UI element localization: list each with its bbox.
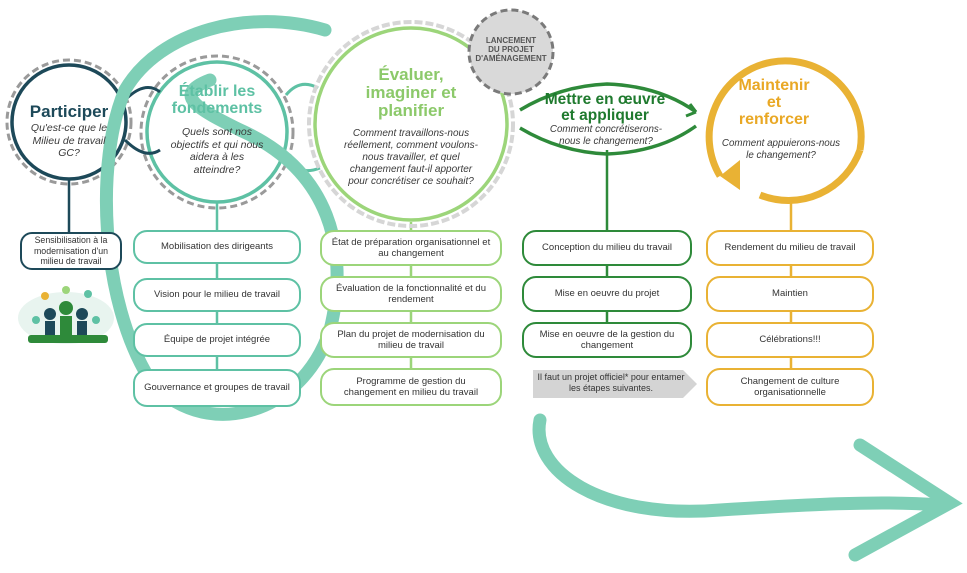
item-label: Mobilisation des dirigeants [161, 241, 273, 253]
dashed-ring-participer [5, 58, 133, 186]
item-mise-oeuvre-gestion[interactable]: Mise en oeuvre de la gestion du changeme… [522, 322, 692, 358]
question-line: nous le changement? [559, 135, 653, 147]
item-label: Plan du projet de modernisation du milie… [337, 328, 485, 351]
note-arrow-shape [533, 370, 697, 398]
dashed-ring-fondements [139, 54, 295, 210]
item-celebrations[interactable]: Célébrations!!! [706, 322, 874, 358]
item-label: Célébrations!!! [759, 334, 821, 346]
question-line: Qu'est-ce que le [30, 122, 108, 134]
question-line: pour concrétiser ce souhait? [348, 176, 474, 187]
item-maintien[interactable]: Maintien [706, 276, 874, 312]
item-label: Changement de culture organisationnelle [740, 375, 840, 398]
item-rendement[interactable]: Rendement du milieu de travail [706, 230, 874, 266]
title-line: imaginer et [365, 82, 457, 102]
item-vision[interactable]: Vision pour le milieu de travail [133, 278, 301, 312]
item-equipe[interactable]: Équipe de projet intégrée [133, 323, 301, 357]
item-sensibilisation[interactable]: Sensibilisation à la modernisation d'un … [20, 232, 122, 270]
item-mobilisation[interactable]: Mobilisation des dirigeants [133, 230, 301, 264]
circle-evaluer [313, 26, 509, 222]
item-label: Conception du milieu du travail [542, 242, 672, 254]
stage-participer-title: Participer [14, 103, 124, 121]
item-label: Programme de gestion du changement en mi… [343, 375, 479, 398]
item-label: Mise en oeuvre du projet [554, 288, 660, 300]
launch-badge-line: D'AMÉNAGEMENT [475, 54, 547, 64]
launch-badge-circle [467, 8, 555, 96]
question-line: changement faut-il apporter [349, 164, 473, 175]
item-changement-culture[interactable]: Changement de culture organisationnelle [706, 368, 874, 406]
item-label: Mise en oeuvre de la gestion du changeme… [539, 328, 675, 351]
item-gouvernance[interactable]: Gouvernance et groupes de travail [133, 369, 301, 407]
people-illustration-icon [18, 286, 114, 344]
title-line: Évaluer, [378, 65, 444, 84]
question-line: Quels sont nos [181, 126, 253, 138]
question-line: Comment travaillons-nous [352, 128, 470, 139]
item-conception[interactable]: Conception du milieu du travail [522, 230, 692, 266]
question-line: le changement? [746, 149, 816, 161]
item-evaluation-fonctionnalite[interactable]: Évaluation de la fonctionnalité et du re… [320, 276, 502, 312]
title-line: et appliquer [561, 107, 649, 125]
item-etat-preparation[interactable]: État de préparation organisationnel et a… [320, 230, 502, 266]
title-line: renforcer [738, 110, 810, 128]
item-programme-gestion[interactable]: Programme de gestion du changement en mi… [320, 368, 502, 406]
launch-badge-line: LANCEMENT [485, 36, 537, 45]
title-line: Participer [29, 102, 109, 121]
item-label: Vision pour le milieu de travail [153, 289, 281, 301]
title-line: planifier [377, 100, 445, 120]
title-line: Maintenir [738, 77, 810, 94]
question-line: réellement, comment voulons- [344, 140, 478, 151]
stage-appliquer-question: Comment concrétiserons- nous le changeme… [538, 124, 674, 148]
item-label: État de préparation organisationnel et a… [331, 236, 491, 259]
stage-renforcer-question: Comment appuierons-nous le changement? [716, 138, 846, 162]
stage-participer-question: Qu'est-ce que le Milieu de travail GC? [18, 122, 120, 160]
question-line: GC? [58, 147, 80, 160]
question-line: atteindre? [193, 163, 241, 176]
item-label: Évaluation de la fonctionnalité et du re… [336, 282, 486, 305]
launch-badge: LANCEMENT DU PROJET D'AMÉNAGEMENT [474, 36, 548, 64]
annotation-strokes [99, 15, 963, 562]
stage-fondements-question: Quels sont nos objectifs et qui nous aid… [167, 126, 267, 176]
cycle-arrow-renforcer [705, 57, 865, 178]
note-projet-officiel: Il faut un projet officiel* pour entamer… [537, 372, 685, 393]
item-label: Maintien [772, 288, 808, 300]
title-line: fondements [171, 99, 263, 117]
question-line: nous travailler, et quel [362, 152, 460, 163]
stage-fondements-title: Établir les fondements [157, 83, 277, 118]
stage-evaluer-title: Évaluer, imaginer et planifier [346, 66, 476, 120]
question-line: Comment appuierons-nous [721, 138, 841, 149]
item-label: Équipe de projet intégrée [163, 334, 271, 346]
question-line: Comment concrétiserons- [549, 124, 663, 135]
circle-fondements [145, 60, 289, 204]
item-plan-projet[interactable]: Plan du projet de modernisation du milie… [320, 322, 502, 358]
question-line: Milieu de travail [32, 134, 106, 147]
circle-participer [10, 63, 128, 181]
stage-renforcer-title: Maintenir et renforcer [728, 77, 820, 128]
item-label: Gouvernance et groupes de travail [144, 382, 290, 394]
item-label: Sensibilisation à la modernisation d'un … [33, 235, 109, 267]
question-line: objectifs et qui nous [170, 138, 264, 151]
title-line: Établir les [178, 83, 256, 100]
dashed-ring-evaluer [307, 20, 515, 228]
item-label: Rendement du milieu de travail [724, 242, 856, 254]
question-line: aidera à les [189, 151, 245, 164]
item-mise-oeuvre-projet[interactable]: Mise en oeuvre du projet [522, 276, 692, 312]
stage-appliquer-title: Mettre en œuvre et appliquer [530, 91, 680, 125]
launch-badge-line: DU PROJET [488, 45, 534, 55]
title-line: et [766, 93, 782, 111]
title-line: Mettre en œuvre [544, 91, 666, 108]
stage-evaluer-question: Comment travaillons-nous réellement, com… [340, 128, 482, 188]
